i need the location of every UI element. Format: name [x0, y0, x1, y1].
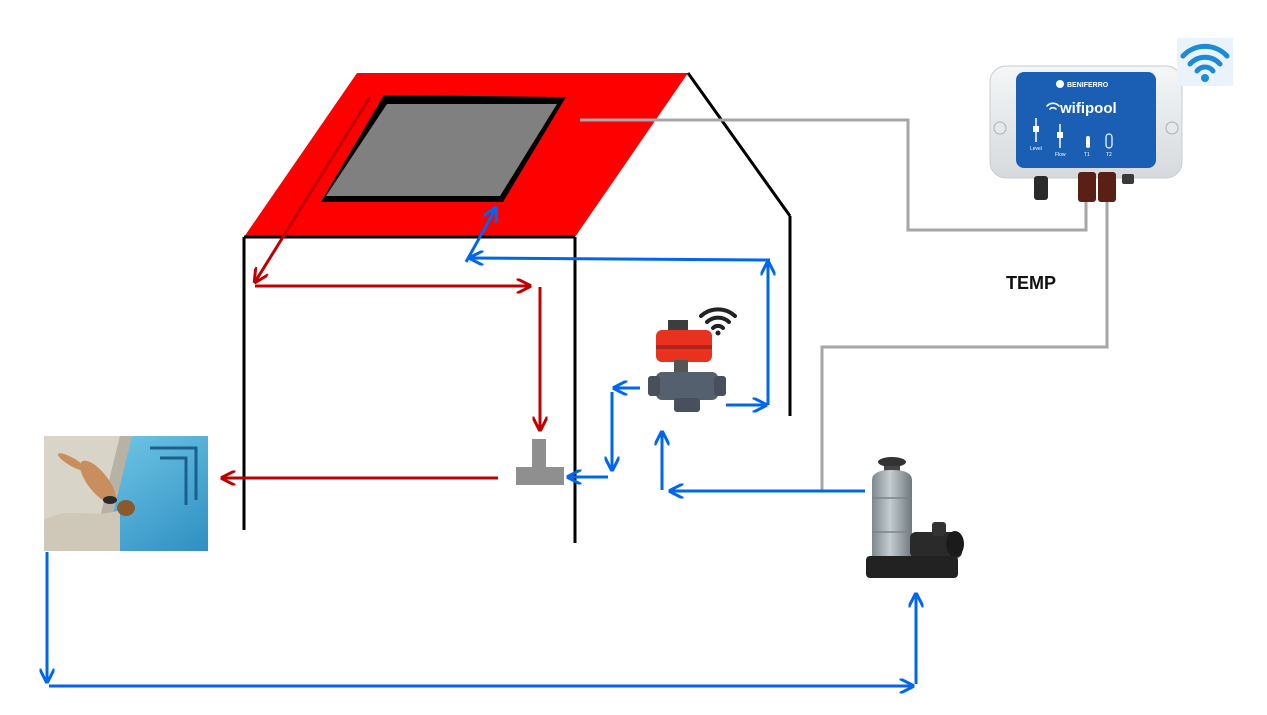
sand-filter-pump	[866, 457, 964, 578]
temp-label: TEMP	[1006, 273, 1056, 293]
panel-temperature-cable	[580, 118, 1088, 232]
solar-panel-surface	[326, 104, 557, 196]
sensor-cables	[580, 118, 1109, 492]
controller-name: wifipool	[1059, 100, 1117, 117]
cold-water-circuit	[47, 208, 916, 686]
pipe-tee-fitting	[516, 439, 564, 485]
motorized-three-way-valve	[648, 320, 726, 412]
controller-label-t2: T2	[1106, 152, 1112, 158]
hot-water-circuit	[222, 96, 540, 478]
controller-wifi-icon	[1046, 102, 1060, 110]
wifi-icon	[699, 307, 737, 336]
blue-pipe-to-panel-horizontal	[470, 258, 771, 260]
solar-panel	[321, 95, 566, 202]
controller-label-t1: T1	[1084, 152, 1090, 158]
pump-temperature-cable	[820, 195, 1109, 492]
hot-pipe-panel-to-bottom	[255, 96, 372, 282]
controller-label-level: Level	[1030, 146, 1042, 152]
pool-swimmer-photo	[44, 436, 208, 551]
house-ridge-right	[686, 72, 792, 217]
controller-brand: BENIFERRO	[1067, 82, 1109, 89]
wifipool-controller: BENIFERRO wifipool Level Flow T1 T2	[989, 65, 1183, 202]
wifi-icon	[1177, 38, 1233, 86]
controller-label-flow: Flow	[1055, 152, 1066, 158]
